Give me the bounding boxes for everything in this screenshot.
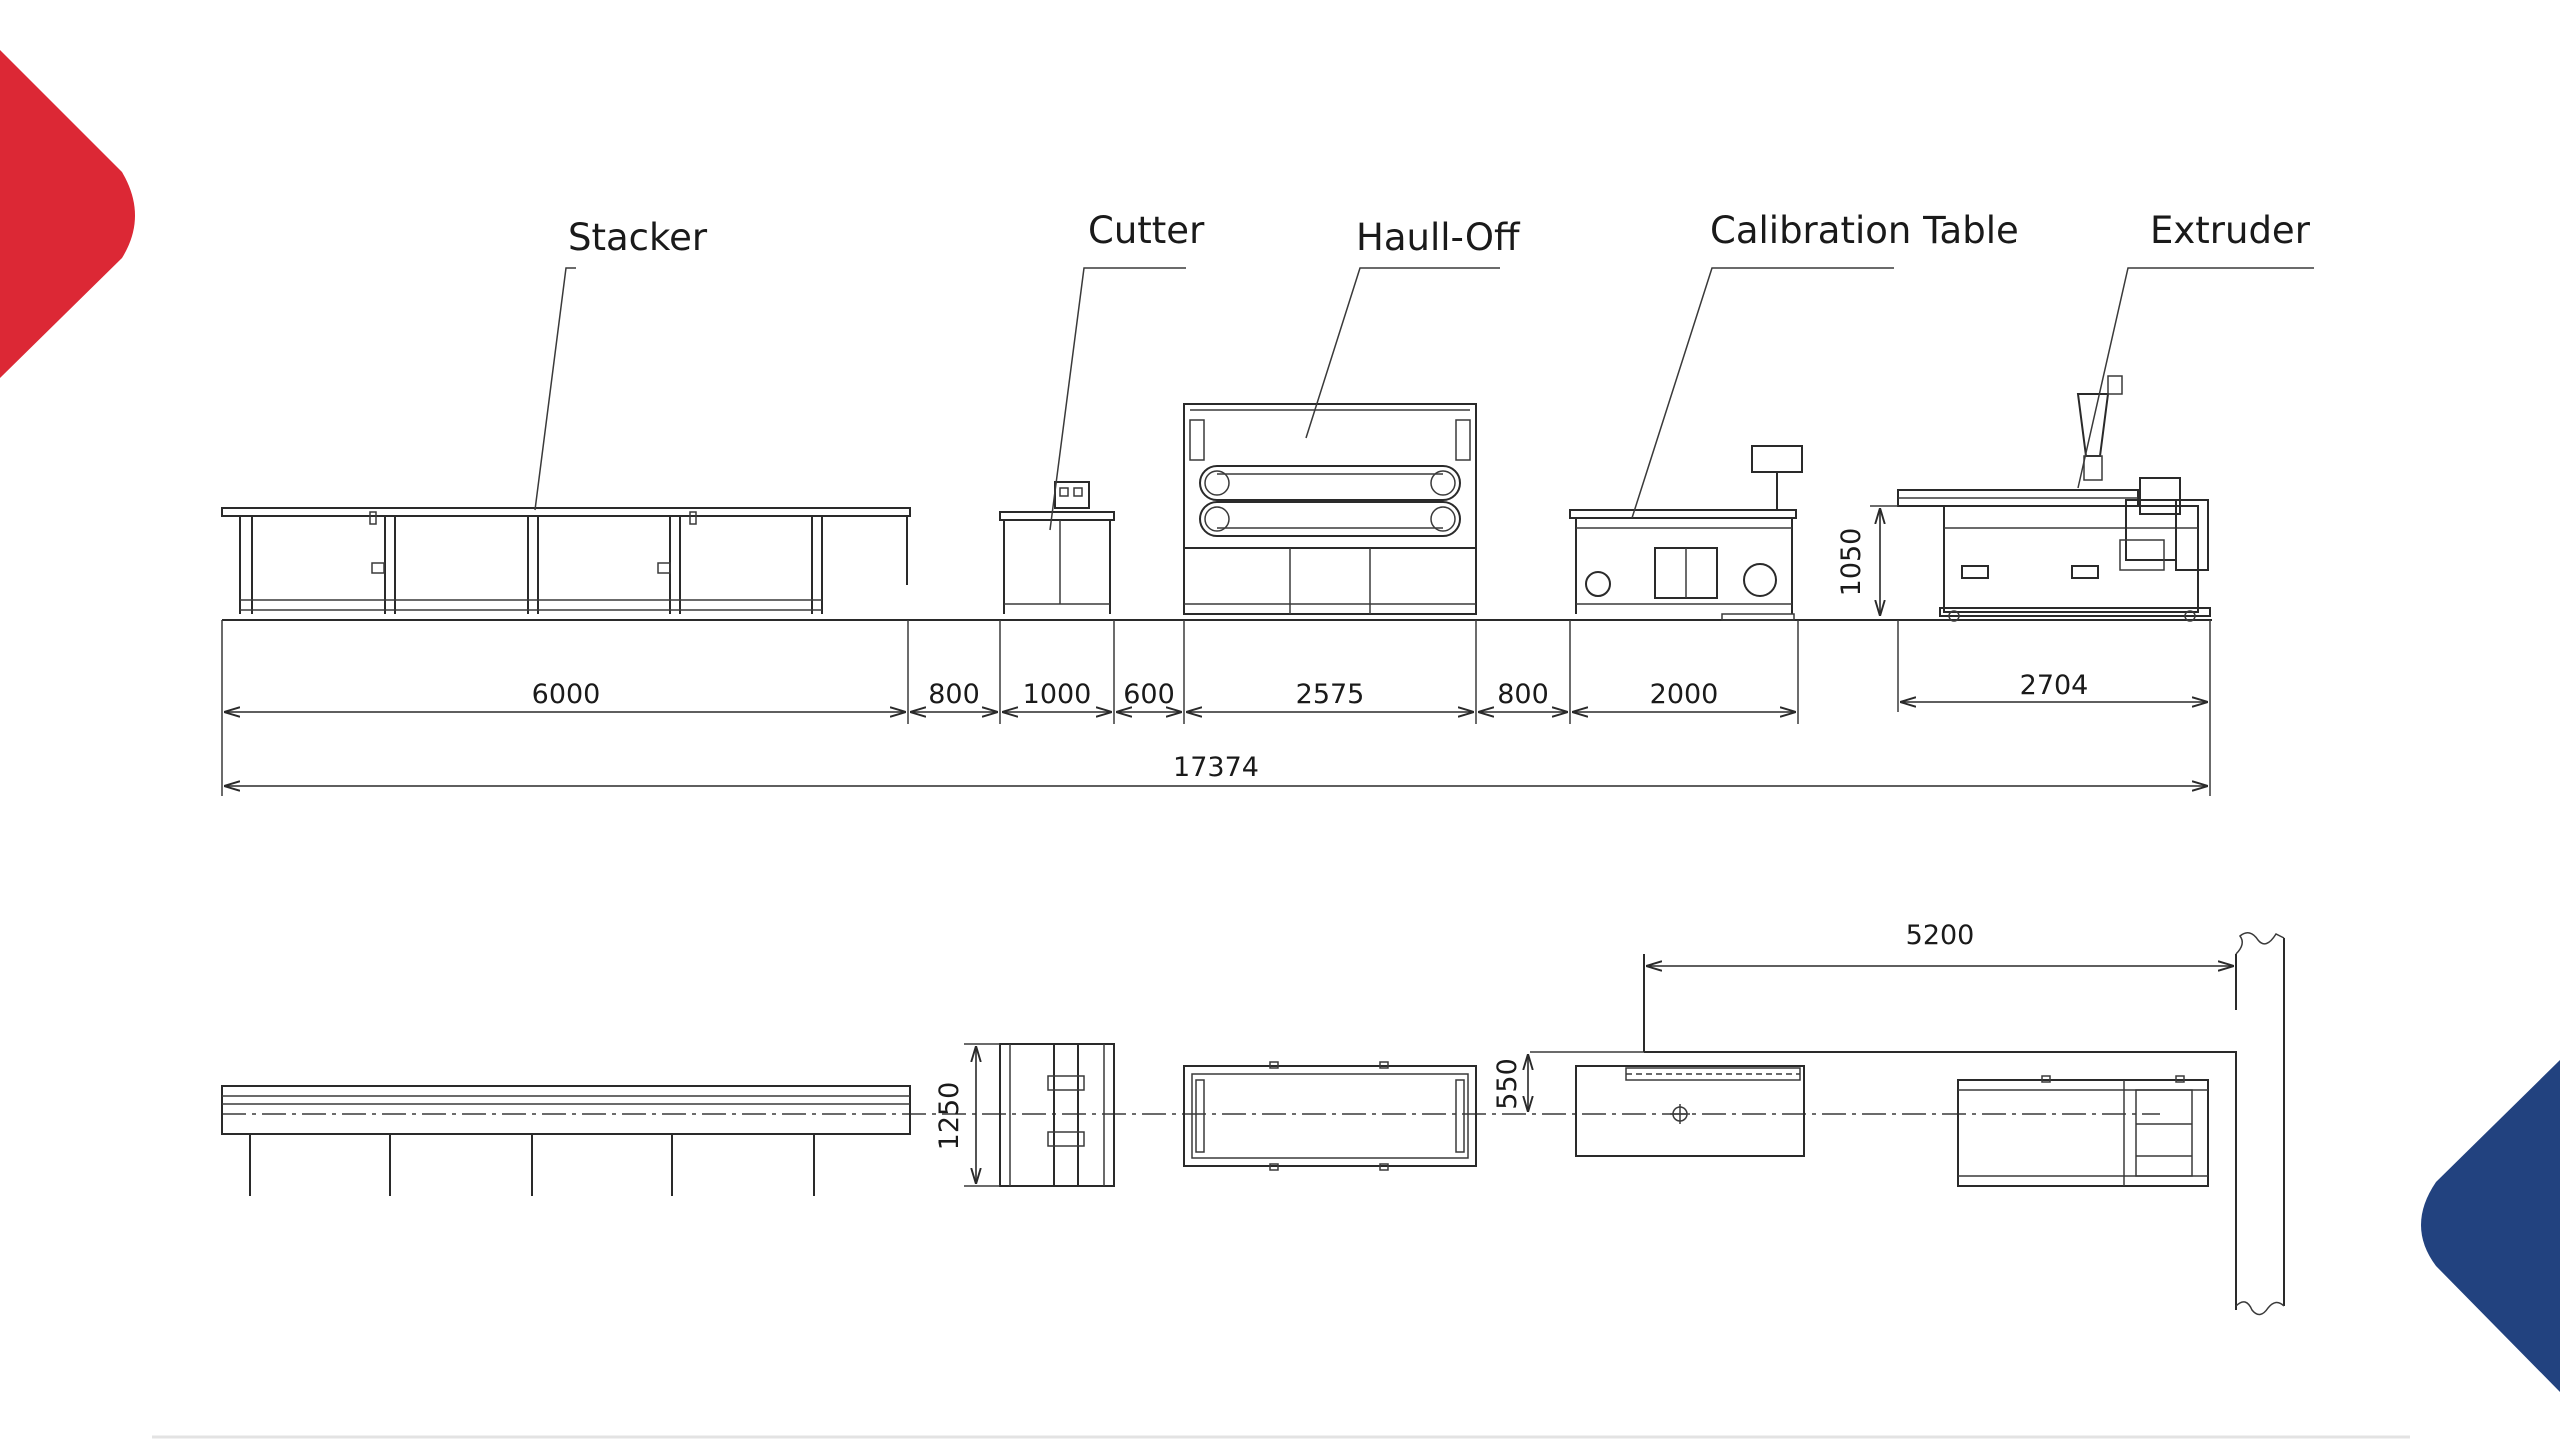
hauloff-plan: [1183, 1061, 1477, 1171]
extruder-label: Extruder: [2150, 209, 2311, 252]
dim-total-length: 17374: [1173, 752, 1259, 783]
dimension-lines: [224, 505, 2208, 786]
calibration-elevation: [1569, 445, 1803, 621]
dim-gap-3: 800: [1497, 679, 1549, 710]
dim-stacker-length: 6000: [532, 679, 601, 710]
cutter-label: Cutter: [1088, 209, 1205, 252]
dim-extruder-reach: 5200: [1906, 920, 1975, 951]
dim-calibration-length: 2000: [1650, 679, 1719, 710]
dim-gap-2: 600: [1123, 679, 1175, 710]
dim-extruder-length: 2704: [2020, 670, 2089, 701]
wall-outline: [1643, 932, 2285, 1316]
extruder-elevation: [1897, 375, 2211, 622]
dim-hauloff-length: 2575: [1296, 679, 1365, 710]
red-corner-accent: [0, 50, 135, 378]
extruder-plan: [1957, 1075, 2209, 1187]
dim-cutter-width: 1250: [934, 1082, 965, 1151]
stacker-plan: [221, 1085, 911, 1196]
dim-gap-1: 800: [928, 679, 980, 710]
leader-lines: [534, 267, 2314, 531]
stacker-elevation: [221, 507, 911, 614]
stacker-label: Stacker: [568, 216, 708, 259]
calibration-table-label: Calibration Table: [1710, 209, 2019, 252]
calibration-plan: [1528, 1051, 1990, 1157]
hauloff-elevation: [1183, 403, 1477, 615]
cutter-plan: [964, 1043, 1115, 1187]
blue-corner-accent: [2421, 1060, 2560, 1392]
dim-machine-height: 1050: [1836, 528, 1867, 597]
dim-cutter-length: 1000: [1023, 679, 1092, 710]
dim-side-offset: 550: [1492, 1058, 1523, 1110]
cutter-elevation: [999, 481, 1115, 614]
hauloff-label: Haull-Off: [1356, 216, 1521, 259]
extension-lines: [221, 620, 2211, 796]
